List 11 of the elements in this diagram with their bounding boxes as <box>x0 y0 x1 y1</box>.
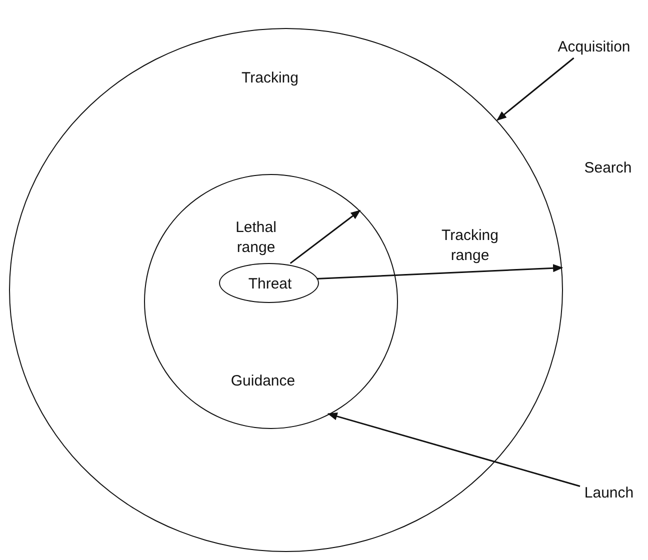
arrow <box>316 264 564 280</box>
zone-label: Guidance <box>230 371 296 391</box>
arrow <box>327 412 580 487</box>
zone-label: Search <box>584 158 632 178</box>
zone-label: Tracking <box>242 68 298 88</box>
callout-text: Launch <box>580 482 638 504</box>
arrow <box>290 210 361 264</box>
callout-text: Acquisition <box>548 36 640 58</box>
threat-ellipse <box>219 263 319 303</box>
arrow <box>496 57 574 121</box>
zone-label: Threat <box>248 274 292 294</box>
